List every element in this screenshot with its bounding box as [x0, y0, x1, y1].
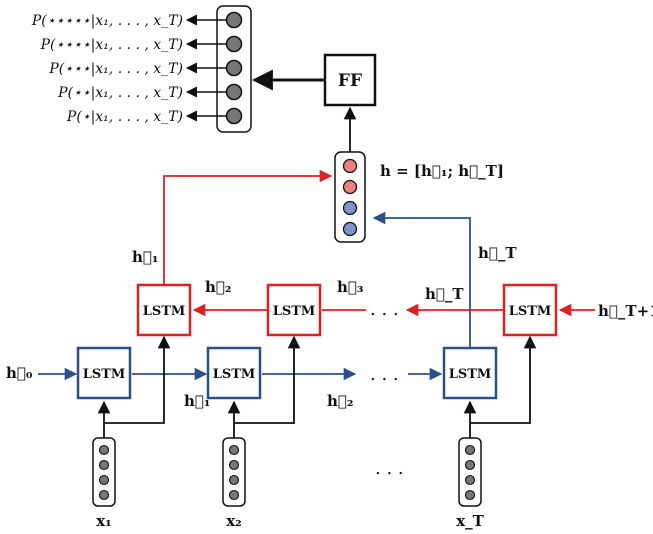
ff-label: FF [338, 71, 362, 91]
input-node [98, 459, 110, 471]
output-prob-5-stars: P(⋆⋆⋆⋆⋆|x₁, . . . , x_T) [31, 13, 183, 29]
label-h-fwd-T: h⃗_T [478, 244, 517, 262]
backward-lstm-cell-T [502, 283, 558, 337]
output-node [225, 59, 243, 77]
label-h-bwd-3: h⃖₃ [337, 278, 363, 296]
backward-connections [163, 169, 595, 317]
input-vector-1 [92, 437, 116, 507]
input-connections [97, 335, 537, 438]
input-node [464, 444, 476, 456]
forward-lstm-label-1: LSTM [83, 367, 126, 382]
backward-lstm-label-T: LSTM [509, 304, 552, 319]
output-prob-3-stars: P(⋆⋆⋆|x₁, . . . , x_T) [48, 61, 183, 77]
backward-lstm-cell-1 [136, 283, 192, 337]
input-node [98, 489, 110, 501]
forward-lstm-cell-1 [76, 346, 132, 400]
input-node [228, 459, 240, 471]
input-node [228, 444, 240, 456]
label-h-fwd-2: h⃗₂ [327, 392, 353, 410]
input-label-2: x₂ [226, 512, 242, 530]
forward-lstm-label-T: LSTM [449, 367, 492, 382]
output-node [225, 11, 243, 29]
input-node [464, 459, 476, 471]
label-h-bwd-T: h⃖_T [425, 285, 464, 303]
input-label-T: x_T [456, 512, 484, 530]
input-node [464, 474, 476, 486]
backward-lstm-cell-2 [266, 283, 322, 337]
output-node [225, 35, 243, 53]
input-node [98, 444, 110, 456]
output-prob-2-stars: P(⋆⋆|x₁, . . . , x_T) [57, 85, 183, 101]
concat-node-backward [342, 179, 358, 195]
output-node [225, 107, 243, 125]
output-nodes [225, 11, 243, 125]
label-h-bwd-1: h⃖₁ [132, 248, 158, 266]
forward-lstm-cell-T [442, 346, 498, 400]
input-node [98, 474, 110, 486]
concat-node-forward [342, 221, 358, 237]
output-prob-4-stars: P(⋆⋆⋆⋆|x₁, . . . , x_T) [40, 37, 183, 53]
input-node [228, 489, 240, 501]
label-h-bwd-T1: h⃖_T+1 [598, 302, 653, 320]
label-h-fwd-0: h⃗₀ [6, 364, 33, 382]
concat-node-forward [342, 200, 358, 216]
label-h-bwd-2: h⃖₂ [205, 278, 231, 296]
ellipsis-forward: . . . [370, 364, 399, 385]
input-vector-T [458, 437, 482, 507]
ellipsis-backward: . . . [370, 299, 399, 320]
output-node [225, 83, 243, 101]
output-arrows [185, 14, 226, 122]
input-node [228, 474, 240, 486]
label-h-fwd-1: h⃗₁ [184, 392, 210, 410]
ellipsis-inputs: . . . [375, 458, 404, 479]
forward-lstm-cell-2 [206, 346, 262, 400]
input-node [464, 489, 476, 501]
input-vector-2 [222, 437, 246, 507]
forward-lstm-label-2: LSTM [213, 367, 256, 382]
concat-label: h = [h⃖₁; h⃗_T] [380, 162, 504, 180]
backward-lstm-label-2: LSTM [273, 304, 316, 319]
concat-node-backward [342, 158, 358, 174]
backward-lstm-label-1: LSTM [143, 304, 186, 319]
output-prob-1-star: P(⋆|x₁, . . . , x_T) [66, 109, 183, 125]
forward-connections [38, 211, 471, 381]
input-label-1: x₁ [96, 512, 112, 530]
